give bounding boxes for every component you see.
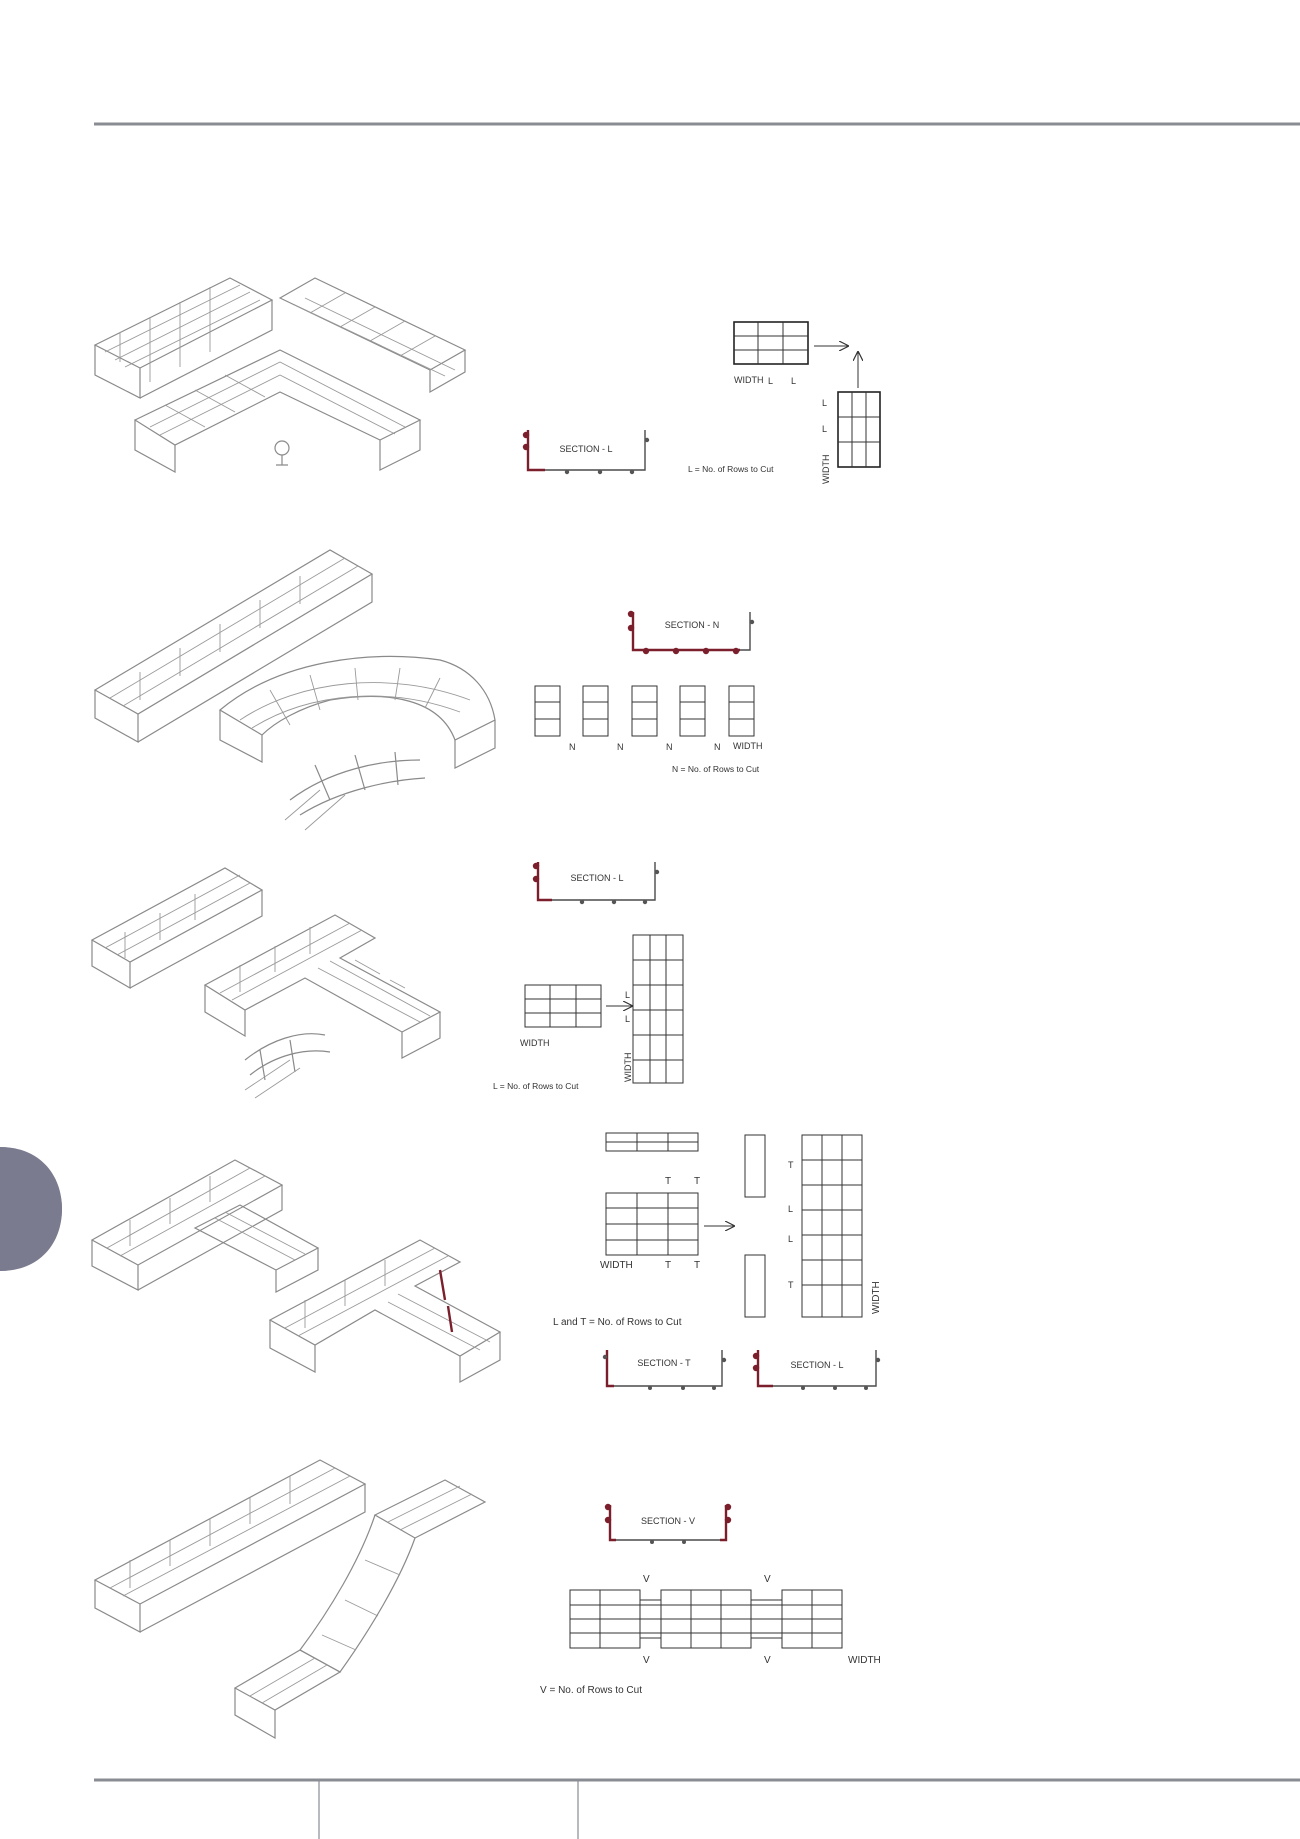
side-marker: L <box>788 1204 793 1214</box>
width-label: WIDTH <box>848 1655 881 1666</box>
row-marker: L <box>625 1014 630 1024</box>
cut-diagram-curve: N N N N WIDTH N = No. of Rows to Cut <box>534 685 763 774</box>
side-marker: T <box>788 1160 794 1170</box>
tray-illustration-cross <box>90 1159 502 1384</box>
vertical-width-label: WIDTH <box>871 1281 882 1314</box>
section-t-profile: SECTION - T <box>602 1350 727 1390</box>
row-cross: T T WIDTH T T T L L T WIDTH L and T = No… <box>90 1132 882 1390</box>
row-level-change: SECTION - V V V V V WIDTH V = No. of Row… <box>93 1459 881 1740</box>
width-label: WIDTH <box>734 375 764 385</box>
section-label: SECTION - T <box>637 1358 691 1368</box>
width-label: WIDTH <box>600 1260 633 1271</box>
row-marker: L <box>791 376 796 386</box>
row-curved-bend: SECTION - N N N N N WIDTH N = No. of Row… <box>93 549 763 831</box>
section-l-profile-2: SECTION - L <box>532 862 660 905</box>
top-marker: V <box>764 1574 771 1585</box>
section-label: SECTION - L <box>790 1360 843 1370</box>
legend: L and T = No. of Rows to Cut <box>553 1317 682 1328</box>
tray-illustration-tee <box>90 867 442 1099</box>
width-label: WIDTH <box>520 1038 550 1048</box>
legend: L = No. of Rows to Cut <box>493 1081 579 1091</box>
row-marker-vertical: L <box>822 424 827 434</box>
section-label: SECTION - L <box>559 444 612 454</box>
row-marker: N <box>714 742 721 752</box>
cut-diagram-cross: T T WIDTH T T T L L T WIDTH L and T = No… <box>553 1132 882 1328</box>
side-marker: T <box>788 1280 794 1290</box>
row-marker: L <box>768 376 773 386</box>
row-marker: N <box>617 742 624 752</box>
legend: L = No. of Rows to Cut <box>688 464 774 474</box>
vertical-width-label: WIDTH <box>821 455 831 485</box>
side-marker: L <box>788 1234 793 1244</box>
tray-illustration-level <box>93 1459 487 1740</box>
row-marker: L <box>625 990 630 1000</box>
bottom-marker: T <box>665 1260 671 1271</box>
width-label: WIDTH <box>733 741 763 751</box>
section-n-profile: SECTION - N <box>627 610 755 655</box>
section-l-profile-1: SECTION - L <box>522 430 650 475</box>
vertical-width-label: WIDTH <box>623 1053 633 1083</box>
cut-diagram-level: V V V V WIDTH V = No. of Rows to Cut <box>540 1574 881 1696</box>
top-marker: T <box>694 1176 700 1187</box>
bottom-marker: V <box>764 1655 771 1666</box>
row-marker-vertical: L <box>822 398 827 408</box>
bottom-marker: T <box>694 1260 700 1271</box>
section-label: SECTION - N <box>665 620 720 630</box>
row-bend-90: SECTION - L WIDTH L L L L WIDTH L = No. … <box>93 277 881 485</box>
legend: N = No. of Rows to Cut <box>672 764 760 774</box>
section-v-profile: SECTION - V <box>604 1503 732 1544</box>
cut-diagram-tee: WIDTH L L WIDTH L = No. of Rows to Cut <box>493 934 684 1091</box>
row-tee: SECTION - L WIDTH L L WIDTH L = No. of R… <box>90 862 684 1099</box>
tray-illustration-curve <box>93 549 496 831</box>
cut-diagram-bend: WIDTH L L L L WIDTH L = No. of Rows to C… <box>688 321 881 485</box>
section-label: SECTION - L <box>570 873 623 883</box>
row-marker: N <box>666 742 673 752</box>
bottom-marker: V <box>643 1655 650 1666</box>
legend: V = No. of Rows to Cut <box>540 1685 642 1696</box>
top-marker: V <box>643 1574 650 1585</box>
top-marker: T <box>665 1176 671 1187</box>
row-marker: N <box>569 742 576 752</box>
tray-illustration-bend <box>93 277 467 474</box>
section-label: SECTION - V <box>641 1516 695 1526</box>
section-l-profile-3: SECTION - L <box>752 1350 881 1390</box>
